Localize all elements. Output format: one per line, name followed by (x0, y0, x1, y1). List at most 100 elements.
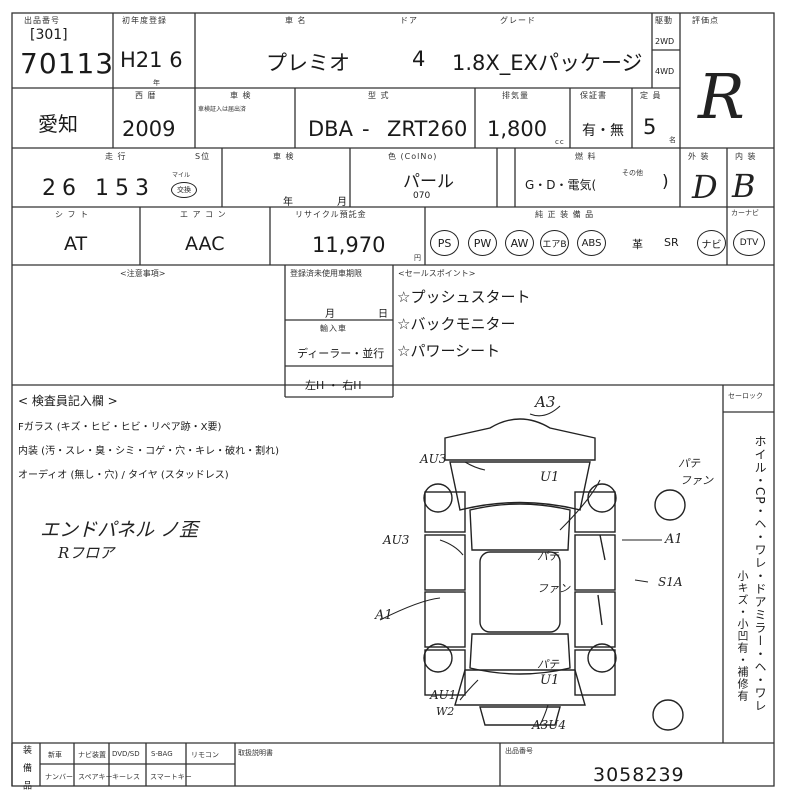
first-reg-label: 初年度登録 (122, 16, 167, 25)
inspection-month: 月 (337, 197, 347, 208)
footer-remote: リモコン (191, 751, 219, 759)
capacity: 5 (643, 115, 657, 139)
fuel-close: ) (662, 172, 669, 192)
footer-navi: ナビ装置 (78, 751, 106, 759)
car-left-front-door (424, 534, 466, 591)
mileage-label: 走 行 (105, 152, 127, 161)
reg-unused-label: 登録済未使用車期限 (290, 269, 362, 278)
drive-label: 駆動 (655, 16, 673, 25)
mile-unit: マイル (172, 172, 191, 179)
caution-label: <注意事項> (120, 269, 166, 278)
equip-dtv: DTV (733, 230, 765, 256)
color-no: 070 (413, 191, 431, 201)
lot-label: 出品番号 (24, 16, 60, 25)
handwritten-note-2: Rフロア (58, 544, 115, 562)
spare-wheel-icon (654, 489, 686, 521)
region-value: 愛知 (38, 112, 78, 136)
score-label: 評価点 (692, 16, 719, 25)
mark-putty-right-2: ファン (680, 474, 713, 487)
color-value: パール (403, 172, 454, 192)
mileage-s-label: S位 (195, 152, 211, 161)
lot-number: 70113 (20, 47, 115, 80)
car-windshield (469, 503, 571, 551)
model-year: 2009 (122, 117, 176, 141)
reg-day: 日 (378, 309, 388, 320)
equipment-label: 純 正 装 備 品 (535, 210, 595, 219)
seroku-label: セーロック (728, 392, 763, 400)
fuel-other-label: その他 (622, 169, 643, 177)
car-name: プレミオ (266, 51, 350, 75)
aircon-label: エ ア コ ン (180, 210, 227, 219)
reg-note: 車検証入は届出済 (198, 106, 247, 113)
equip-ps: PS (430, 230, 459, 256)
displacement: 1,800 (487, 117, 548, 141)
mark-au3-top: AU3 (420, 452, 447, 466)
car-hood (449, 461, 591, 511)
grade-label: グレード (500, 16, 536, 25)
carnavi-label: カーナビ (731, 209, 759, 217)
mark-au1: AU1 (430, 688, 457, 702)
yen-unit: 円 (414, 254, 422, 262)
interior-grade: B (732, 167, 756, 205)
tire-icon (652, 699, 684, 731)
footer-spare-key: スペアキー (78, 773, 113, 781)
door-label: ドア (400, 16, 418, 25)
reg-period-label: 車 検 (230, 91, 252, 100)
score-value: R (698, 60, 745, 133)
mark-putty-bottom-1: パテ (537, 658, 559, 671)
exterior-label: 外 装 (688, 152, 710, 161)
mark-u1-top: U1 (540, 470, 560, 485)
car-right-quarter (574, 649, 616, 696)
inspect-line-glass: Fガラス (キズ・ヒビ・ヒビ・リペア跡・X要) (18, 422, 222, 433)
first-reg-month-unit: 年 (153, 79, 161, 87)
mileage-value: 26 153 (42, 176, 155, 201)
mark-s1a: S1A (658, 575, 683, 589)
exhibitor-number: 3058239 (593, 764, 685, 786)
model-code: ZRT260 (387, 117, 468, 141)
displacement-label: 排気量 (502, 91, 529, 100)
meter-change-mark: 交換 (171, 182, 197, 198)
footer-manual: 取扱説明書 (238, 749, 273, 757)
import-label: 輸入車 (320, 324, 347, 333)
mark-a1-right: A1 (665, 532, 683, 547)
mark-au3-left: AU3 (383, 533, 410, 547)
capacity-unit: 名 (669, 136, 677, 144)
first-reg-value: H21 6 (120, 48, 183, 72)
mark-a1-left: A1 (375, 608, 393, 623)
drive-2wd: 2WD (655, 37, 675, 46)
lot-prefix: [301] (30, 27, 68, 43)
model-year-label: 西 暦 (135, 91, 157, 100)
footer-keyless: キーレス (112, 773, 140, 781)
footer-dvd: DVD/SD (112, 750, 140, 758)
model-label: 型 式 (368, 91, 390, 100)
model-dash: - (362, 117, 370, 141)
side-text-wheel-mirror: ホイル・CP・ヘ・ワレ・ドアミラー・ヘ・ワレ (753, 435, 767, 713)
recycle-value: 11,970 (312, 233, 386, 257)
fuel-options: G・D・電気( (525, 178, 597, 192)
exhibitor-label: 出品番号 (505, 747, 533, 755)
equip-abs: ABS (577, 230, 606, 256)
sales-point-label: <セールスポイント> (398, 269, 476, 278)
mark-putty-bottom-2: U1 (540, 673, 560, 688)
sales-point-3: ☆パワーシート (397, 342, 501, 360)
sales-point-2: ☆バックモニター (397, 315, 516, 333)
color-label: 色 (ColNo) (388, 152, 438, 161)
drive-4wd: 4WD (655, 67, 675, 76)
inspection-label: 車 検 (273, 152, 295, 161)
footer-number-plate: ナンバー (45, 773, 73, 781)
handwritten-note-1: エンドパネル ノ歪 (40, 519, 199, 541)
shift-label: シ フ ト (55, 210, 90, 219)
reg-month: 月 (325, 309, 335, 320)
car-right-front-fender (574, 491, 616, 533)
aircon-value: AAC (185, 233, 225, 255)
sales-point-1: ☆プッシュスタート (397, 288, 531, 306)
inspector-title: < 検査員記入欄 > (18, 394, 118, 408)
door-count: 4 (412, 47, 426, 71)
car-right-door-marks (597, 534, 606, 626)
footer-sbag: S-BAG (151, 750, 173, 758)
mark-a3: A3 (535, 393, 556, 411)
equip-navi: ナビ (697, 230, 726, 256)
car-left-front-fender (424, 491, 466, 533)
